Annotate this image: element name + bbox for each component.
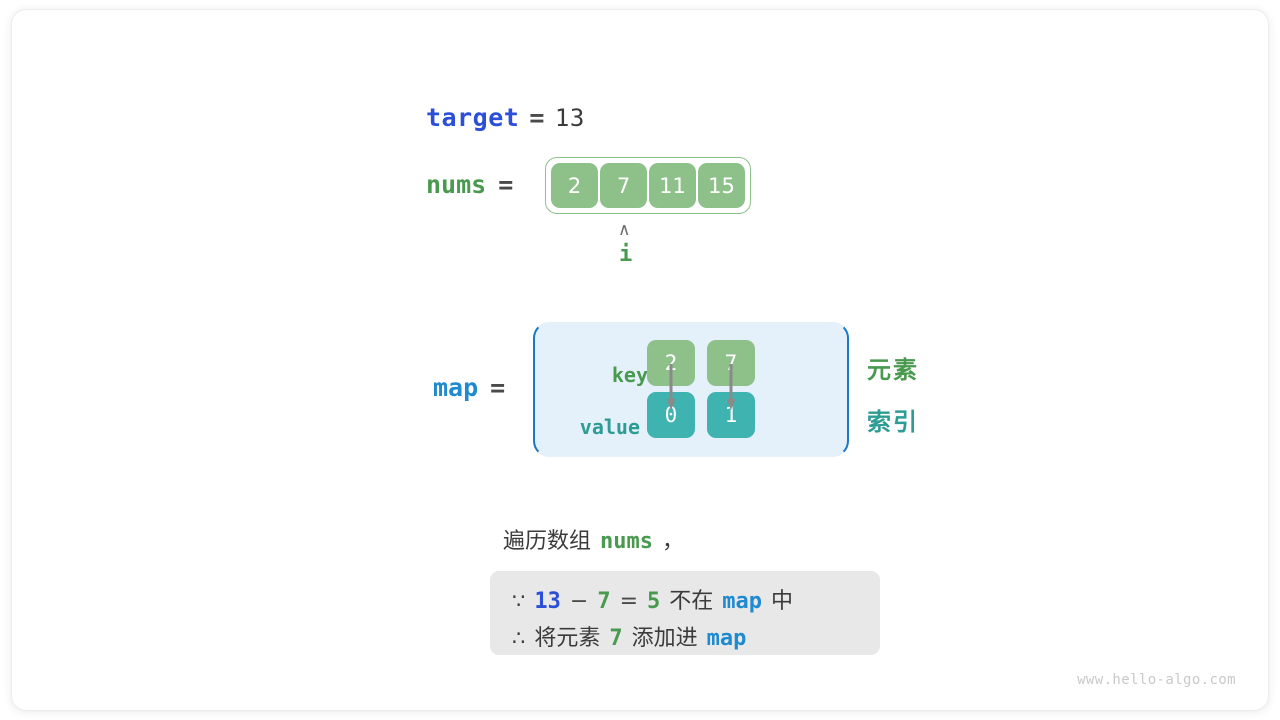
watermark: www.hello-algo.com [1077,672,1236,688]
explanation-line-therefore: ∴ 将元素 7 添加进 map [512,620,746,652]
target-equals-sign: = [529,103,545,132]
map-container: key value 2 7 0 1 [533,322,849,457]
legend-element: 元素 [867,356,919,384]
target-variable-name: target [426,103,520,132]
page-frame: target=13 nums= 2 7 11 15 ∧ i map= key v… [12,10,1268,710]
nums-cell: 11 [649,163,696,208]
info-add-into-text: 添加进 [631,626,698,651]
caption-traverse-array: 遍历数组 nums ， [503,523,684,555]
info-map-variable: map [706,626,747,651]
map-equals-sign: = [490,373,506,402]
map-declaration: map = [433,373,505,402]
info-complement-value: 5 [647,589,661,614]
caption-variable: nums [600,529,653,554]
nums-cell: 15 [698,163,745,208]
target-declaration: target = 13 [426,103,585,132]
pointer-caret-icon: ∧ [618,220,631,240]
nums-variable-name: nums [426,170,487,199]
target-value: 13 [554,104,585,132]
map-mapping-arrow-icon [726,364,736,410]
because-symbol-icon: ∵ [512,589,526,613]
map-value-cell: 1 [707,392,755,438]
pointer-label-i: i [619,242,633,267]
nums-cell: 2 [551,163,598,208]
info-map-variable: map [722,589,763,614]
info-current-element: 7 [597,589,611,614]
info-in-text: 中 [771,589,794,614]
map-mapping-arrow-icon [666,364,676,410]
map-grid: key value 2 7 0 1 [535,324,847,455]
map-row-label-key: key [611,363,648,387]
caption-prefix: 遍历数组 [503,529,592,554]
legend-index: 索引 [867,408,919,436]
map-row-label-value: value [579,415,640,439]
nums-array-container: 2 7 11 15 [545,157,751,214]
explanation-box: ∵ 13−7 = 5 不在 map 中 ∴ 将元素 7 添加进 map [490,571,880,655]
nums-cell: 7 [600,163,647,208]
nums-declaration: nums = [426,170,513,199]
nums-equals-sign: = [498,170,514,199]
info-added-value: 7 [609,626,623,651]
map-value-cell: 0 [647,392,695,438]
explanation-line-because: ∵ 13−7 = 5 不在 map 中 [512,583,793,615]
info-equals-operator: = [619,589,638,614]
caption-suffix: ， [662,529,685,554]
info-add-element-text: 将元素 [534,626,601,651]
info-minus-operator: − [569,589,589,614]
map-variable-name: map [433,373,479,402]
info-target-value: 13 [534,589,561,614]
info-not-in-text: 不在 [669,589,714,614]
therefore-symbol-icon: ∴ [512,626,526,650]
